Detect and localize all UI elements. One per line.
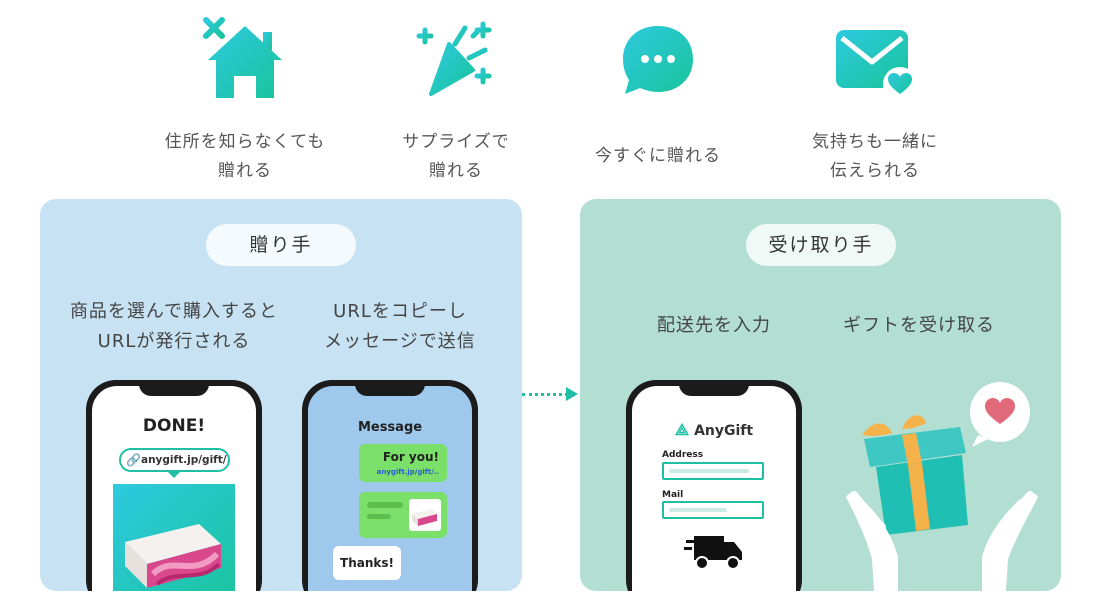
phone-notch <box>679 380 749 396</box>
feature-no-address: 住所を知らなくても贈れる <box>145 14 345 181</box>
gift-box-icon <box>862 415 968 535</box>
chat-bubble-icon <box>623 26 693 94</box>
feature-feelings: 気持ちも一緒に伝えられる <box>775 14 975 181</box>
phone-notch <box>139 380 209 396</box>
feature-surprise: サプライズで贈れる <box>356 14 556 181</box>
mail-heart-icon <box>836 30 917 101</box>
heart-bubble-icon <box>970 382 1030 447</box>
address-field[interactable] <box>662 462 764 480</box>
receiver-step-receive: ギフトを受け取る <box>843 315 995 336</box>
receiver-panel: 受け取り手 配送先を入力 ギフトを受け取る ⟁ AnyGift Address … <box>580 199 1061 591</box>
done-heading: DONE! <box>142 416 206 436</box>
gift-box-icon <box>125 524 221 588</box>
party-popper-icon <box>416 21 492 96</box>
bubble-title: For you! <box>382 450 439 464</box>
sender-step-share: URLをコピーしメッセージで送信 <box>324 301 476 352</box>
reply-bubble: Thanks! <box>333 546 401 580</box>
anygift-logo-icon: ⟁ <box>674 420 690 439</box>
brand-name: AnyGift <box>694 423 754 439</box>
brand-logo: ⟁ AnyGift <box>632 420 796 440</box>
preview-text-line <box>367 514 391 519</box>
feature-caption: サプライズで贈れる <box>402 132 510 181</box>
sender-label: 贈り手 <box>206 224 356 266</box>
receive-gift-illustration <box>846 382 1038 591</box>
phone-notch <box>355 380 425 396</box>
flow-arrow-line <box>522 393 568 396</box>
mail-label: Mail <box>662 490 684 500</box>
gift-box-icon <box>412 509 437 526</box>
phone-address-form: ⟁ AnyGift Address Mail <box>626 380 802 591</box>
feature-instant: 今すぐに贈れる <box>558 14 758 166</box>
receiver-label: 受け取り手 <box>746 224 896 266</box>
phone-message: Message For you! anygift.jp/gift/.. Than… <box>302 380 478 591</box>
feature-caption: 今すぐに贈れる <box>595 146 721 166</box>
message-bubble-preview[interactable] <box>359 492 447 538</box>
chip-pointer <box>168 472 180 478</box>
message-bubble-gift-link[interactable]: For you! anygift.jp/gift/.. <box>359 444 447 482</box>
bubble-link[interactable]: anygift.jp/gift/.. <box>376 468 439 476</box>
message-title: Message <box>357 420 423 435</box>
feature-caption: 住所を知らなくても贈れる <box>164 132 326 181</box>
link-icon: 🔗 <box>126 453 141 467</box>
feature-caption: 気持ちも一緒に伝えられる <box>812 132 938 181</box>
gift-product-image <box>113 484 235 591</box>
gift-url-chip[interactable]: 🔗 anygift.jp/gift/.. <box>119 448 230 472</box>
preview-thumbnail <box>409 499 441 531</box>
flow-arrow-head <box>566 387 578 401</box>
gift-url-text: anygift.jp/gift/.. <box>141 454 230 466</box>
mail-field[interactable] <box>662 501 764 519</box>
address-label: Address <box>662 450 704 460</box>
preview-text-line <box>367 502 403 508</box>
house-icon <box>203 17 282 98</box>
hands-icon <box>846 491 1038 591</box>
receiver-step-address: 配送先を入力 <box>657 315 771 336</box>
phone-done: DONE! 🔗 anygift.jp/gift/.. <box>86 380 262 591</box>
delivery-truck-icon <box>684 536 742 570</box>
